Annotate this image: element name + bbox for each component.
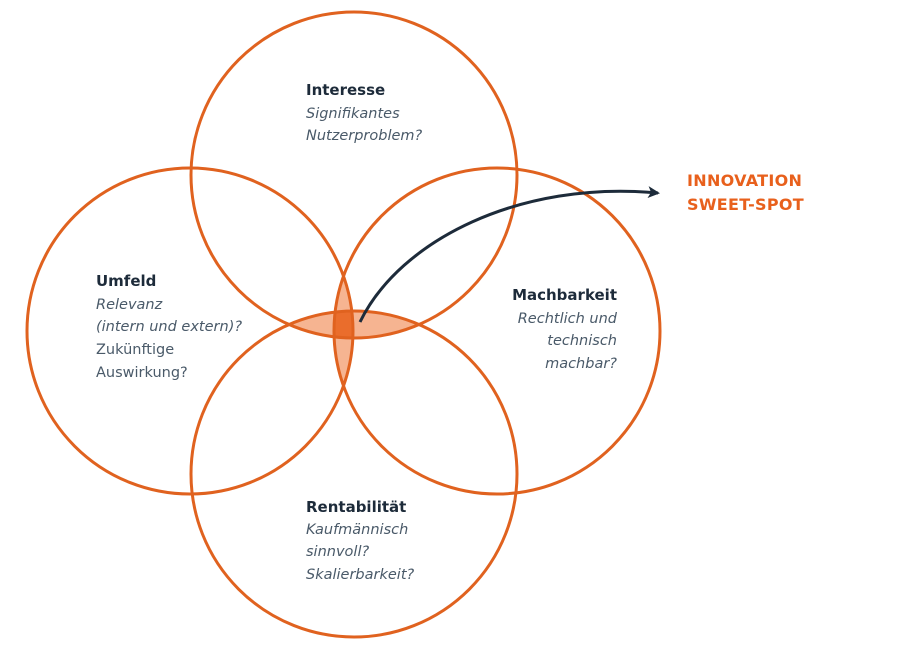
rentabilitaet-heading: Rentabilität <box>306 498 406 516</box>
circle-right <box>332 166 662 496</box>
circle-bottom <box>189 309 519 639</box>
interesse-line-2: Nutzerproblem? <box>306 128 423 144</box>
callout-line-2: SWEET-SPOT <box>687 195 804 214</box>
interesse-line-1: Signifikantes <box>306 106 400 122</box>
rentabilitaet-line-1: Kaufmännisch <box>306 522 408 538</box>
interesse-heading: Interesse <box>306 81 385 99</box>
sweet-spot-arrow <box>358 186 660 323</box>
umfeld-line-2: (intern und extern)? <box>96 319 242 335</box>
overlap-top-bottom <box>191 311 517 338</box>
machbarkeit-line-2: technisch <box>547 333 617 349</box>
circle-left <box>25 166 355 496</box>
umfeld-line-1: Relevanz <box>96 297 163 313</box>
machbarkeit-line-3: machbar? <box>545 356 617 372</box>
machbarkeit-heading: Machbarkeit <box>512 286 617 304</box>
umfeld-line-3: Zukünftige <box>96 342 174 358</box>
rentabilitaet-line-3: Skalierbarkeit? <box>306 567 415 583</box>
callout-line-1: INNOVATION <box>687 171 802 190</box>
umfeld-heading: Umfeld <box>96 272 156 290</box>
rentabilitaet-line-2: sinnvoll? <box>306 544 369 560</box>
umfeld-line-4: Auswirkung? <box>96 365 188 381</box>
machbarkeit-line-1: Rechtlich und <box>518 311 618 327</box>
